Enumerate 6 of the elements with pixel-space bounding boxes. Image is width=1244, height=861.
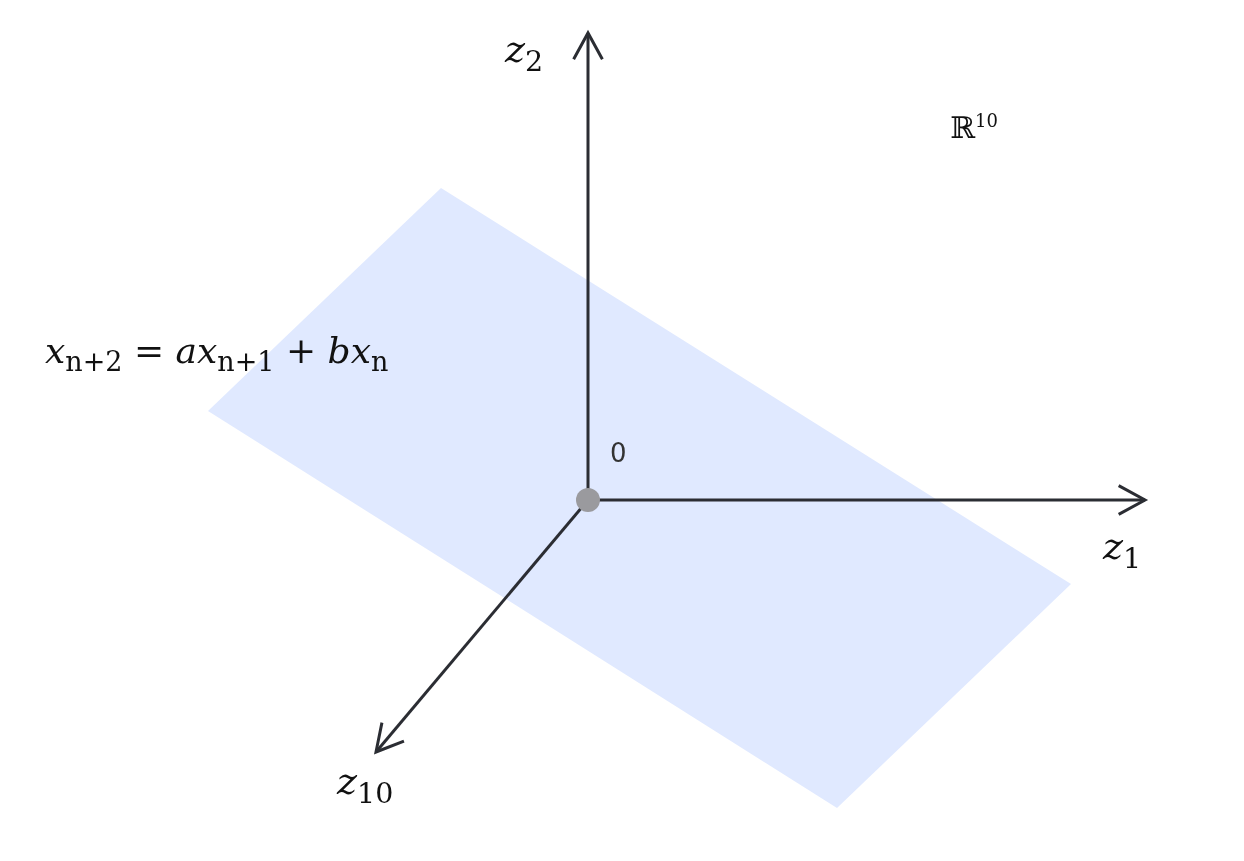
- equation: x$_{n+2}$ = ax$_{n+1}$ + bx$_{n}$: [45, 333, 389, 376]
- axis-label: z$_{2}$: [505, 30, 544, 77]
- axis-label: z$_{10}$: [337, 762, 394, 809]
- axis-label: z$_{1}$: [1103, 527, 1142, 574]
- space-label: ℝ$^{10}$: [950, 112, 998, 143]
- origin-label: 0: [610, 440, 627, 466]
